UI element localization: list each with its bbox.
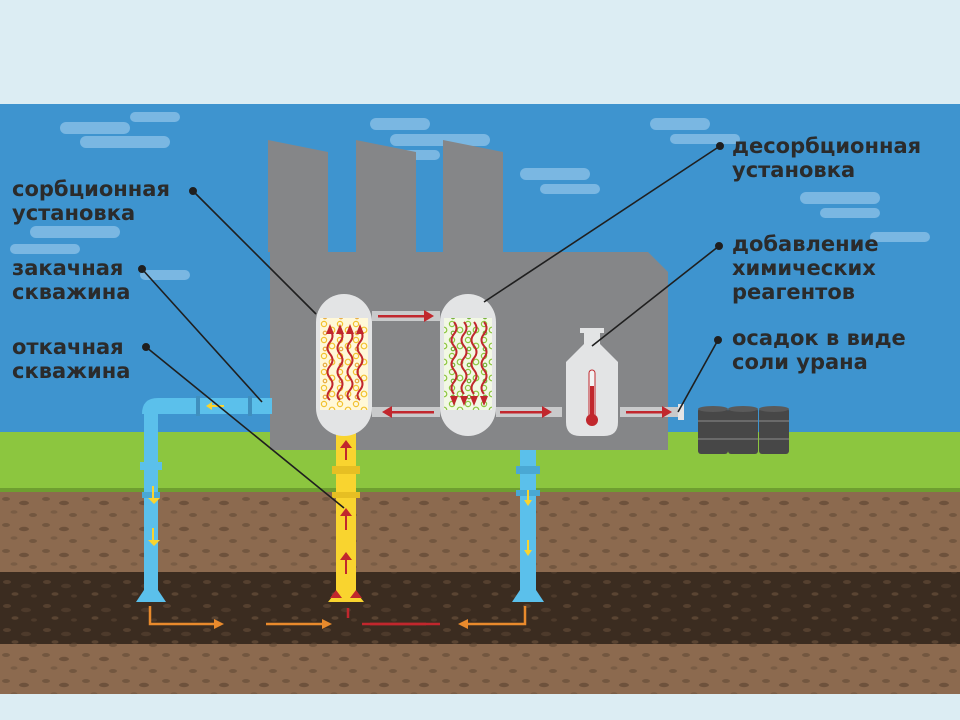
leader-lines	[138, 142, 724, 509]
desorption-vessel	[440, 294, 496, 436]
internal-pipes	[372, 310, 684, 420]
top-margin	[0, 0, 960, 104]
sorption-vessel	[316, 294, 372, 436]
injection-pipe	[136, 396, 272, 602]
label-desorption-unit: десорбционная установка	[732, 134, 922, 182]
right-injection-pipe	[512, 450, 544, 602]
extraction-pipe	[328, 432, 364, 602]
label-extraction-well: откачная скважина	[12, 335, 131, 383]
label-injection-well: закачная скважина	[12, 256, 131, 304]
clouds	[10, 112, 930, 280]
uranium-barrels	[698, 406, 789, 454]
groundwater-flow-arrows	[148, 606, 527, 629]
chimneys	[268, 140, 503, 252]
bottom-margin	[0, 694, 960, 720]
label-uranium-salt-sediment: осадок в виде соли урана	[732, 326, 906, 374]
label-sorption-unit: сорбционная установка	[12, 177, 170, 225]
label-chemical-reagents: добавление химических реагентов	[732, 232, 879, 304]
